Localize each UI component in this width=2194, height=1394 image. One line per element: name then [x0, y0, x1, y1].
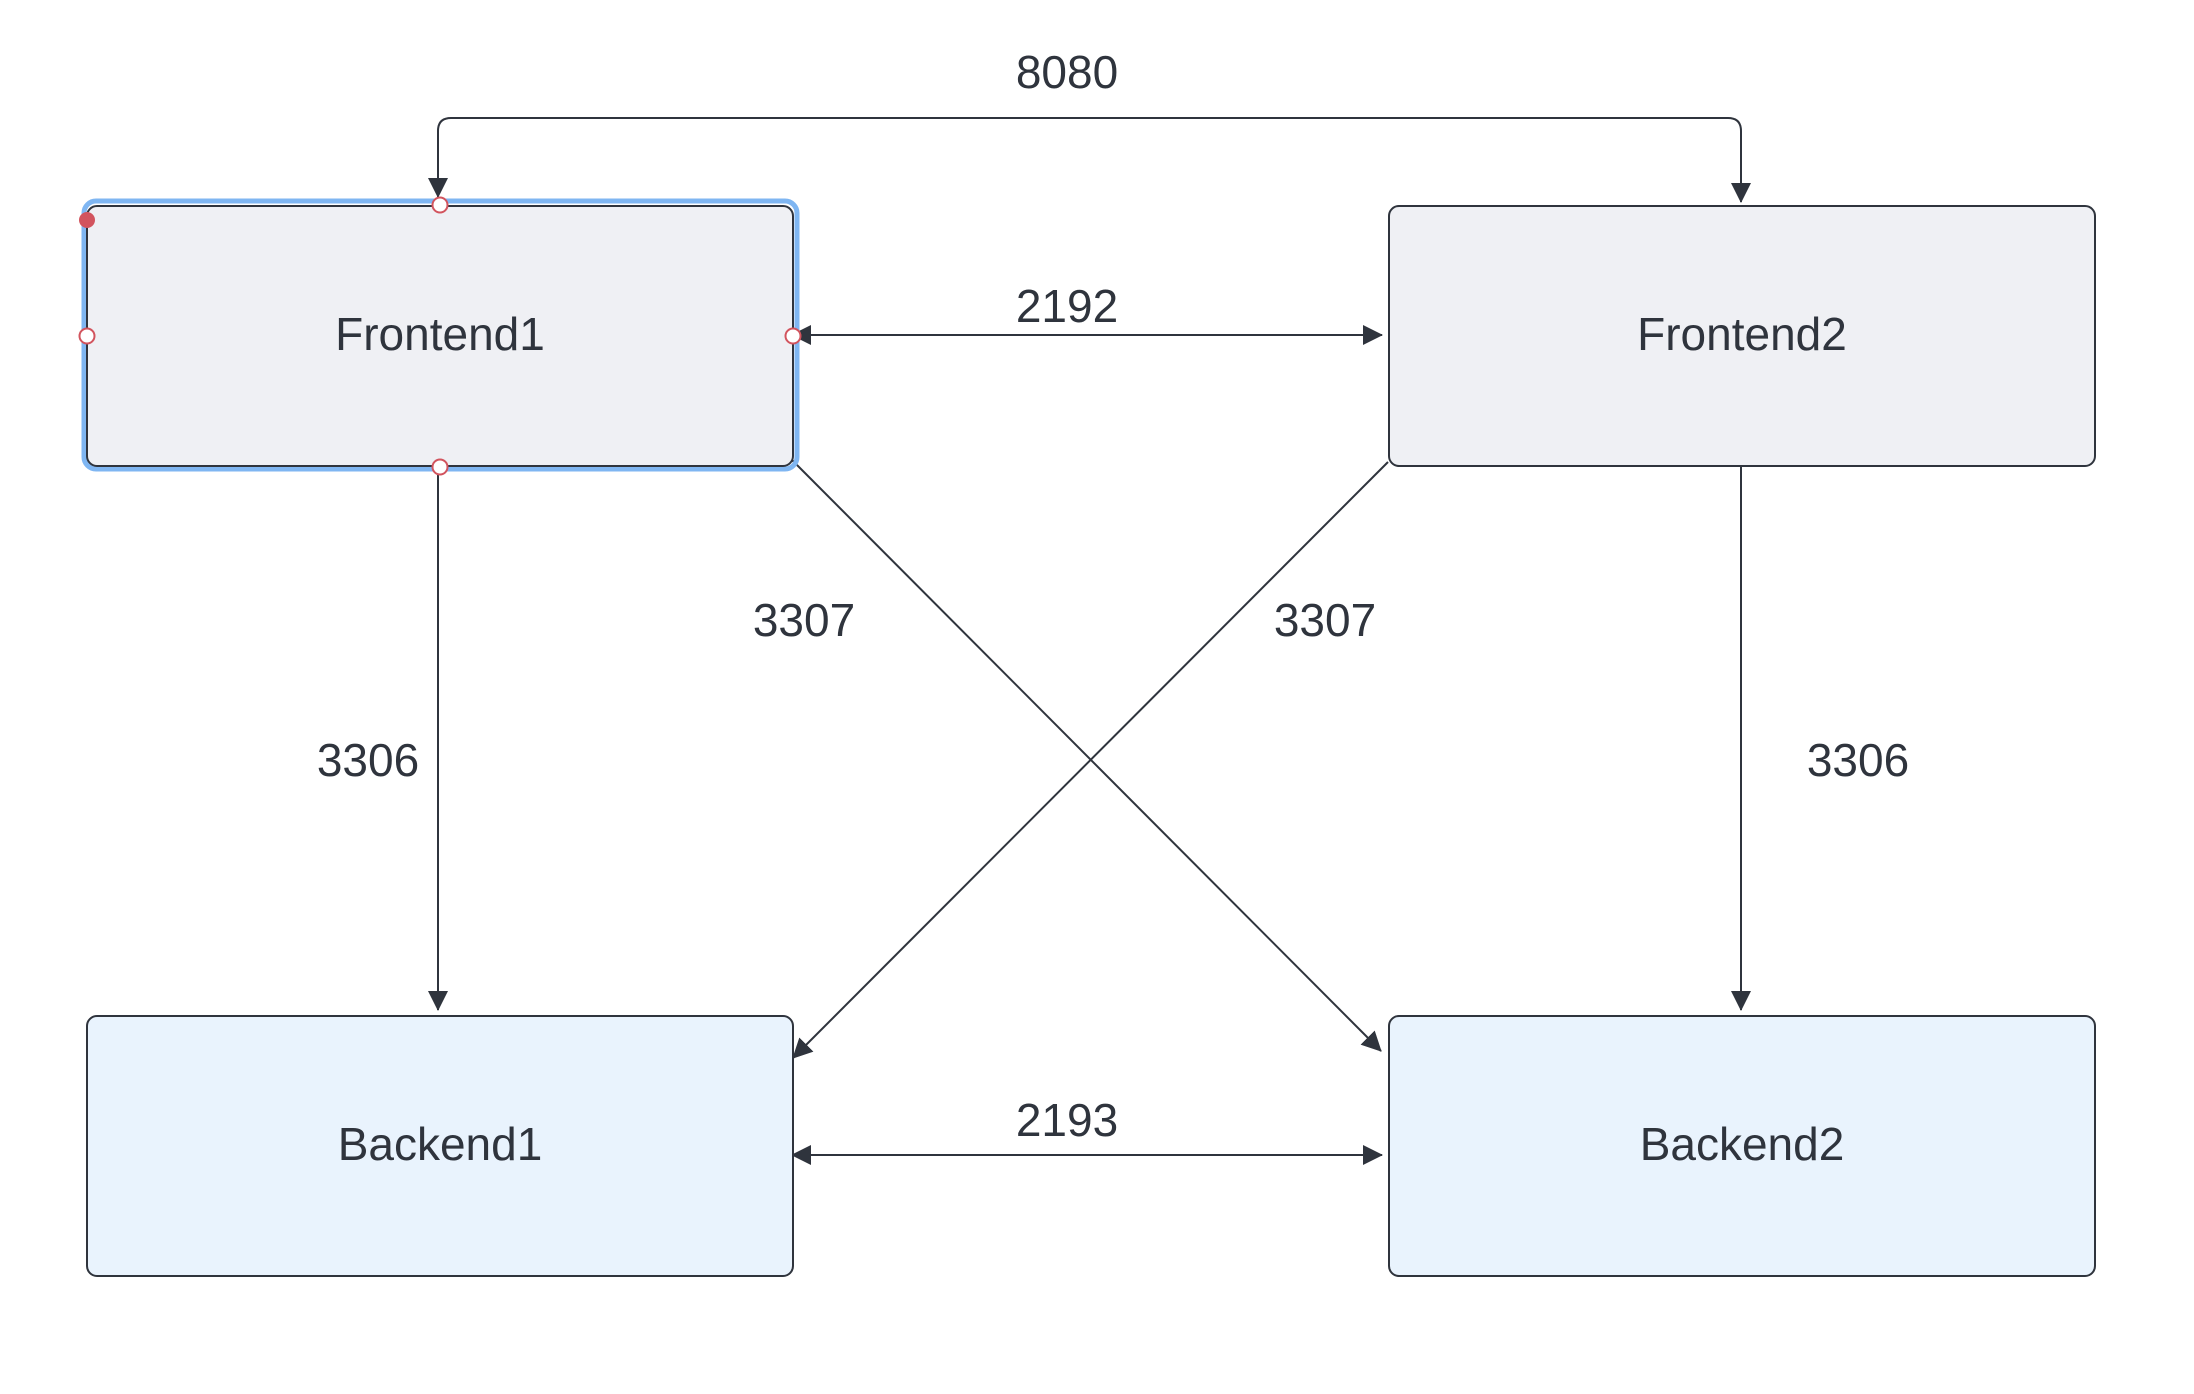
nodes: Frontend1 Frontend2 Backend1 Backend2 [78, 196, 2096, 1277]
edge-label-8080: 8080 [1016, 46, 1118, 98]
edge-label-2192: 2192 [1016, 280, 1118, 332]
node-frontend1[interactable]: Frontend1 [78, 196, 802, 476]
node-frontend2[interactable]: Frontend2 [1388, 205, 2096, 467]
node-label-backend2: Backend2 [1640, 1118, 1845, 1170]
edge-labels: 8080 2192 3306 3307 3307 3306 2193 [317, 46, 1909, 1146]
edge-frontend1-backend2[interactable] [791, 459, 1382, 1052]
edge-8080[interactable] [428, 117, 1751, 203]
connection-handle-right[interactable] [784, 327, 802, 345]
edge-label-2193: 2193 [1016, 1094, 1118, 1146]
corner-resize-handle[interactable] [79, 212, 95, 228]
node-label-backend1: Backend1 [338, 1118, 543, 1170]
connection-handle-top[interactable] [431, 196, 449, 214]
node-box[interactable] [1388, 205, 2096, 467]
edges [428, 117, 1751, 1165]
node-box[interactable] [1388, 1015, 2096, 1277]
edge-label-frontend1-backend1: 3306 [317, 734, 419, 786]
node-label-frontend1: Frontend1 [335, 308, 545, 360]
edge-frontend2-backend1[interactable] [792, 461, 1389, 1059]
edge-label-frontend2-backend1: 3307 [1274, 594, 1376, 646]
node-box[interactable] [86, 1015, 794, 1277]
connection-handle-left[interactable] [78, 327, 96, 345]
node-backend2[interactable]: Backend2 [1388, 1015, 2096, 1277]
connection-handle-bottom[interactable] [431, 458, 449, 476]
edge-label-frontend1-backend2: 3307 [753, 594, 855, 646]
node-backend1[interactable]: Backend1 [86, 1015, 794, 1277]
edge-label-frontend2-backend2: 3306 [1807, 734, 1909, 786]
node-label-frontend2: Frontend2 [1637, 308, 1847, 360]
